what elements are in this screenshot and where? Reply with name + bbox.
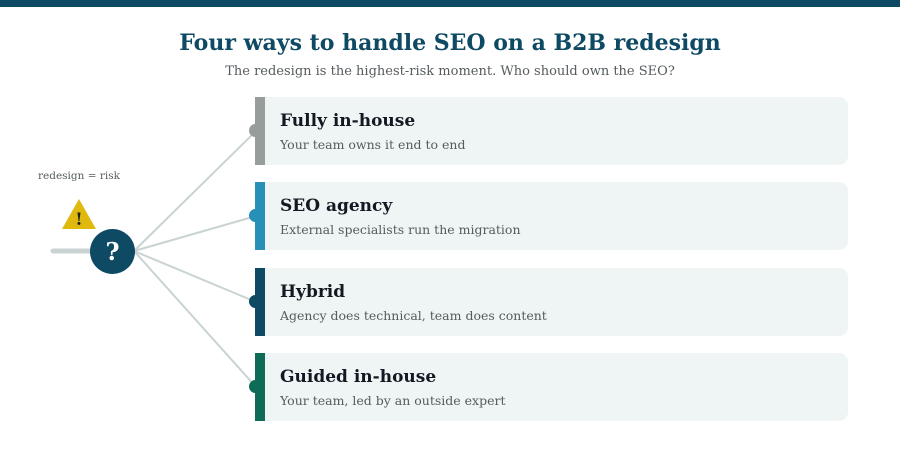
option-title: Hybrid [280,282,346,302]
option-title: Fully in-house [280,111,416,131]
option-description: External specialists run the migration [280,222,521,237]
option-title: Guided in-house [280,367,437,387]
warning-triangle-icon: ! [62,199,96,230]
connector-dot-1 [249,124,262,137]
option-description: Your team, led by an outside expert [280,393,506,408]
connector-line-2 [133,215,257,252]
connector-dot-2 [249,209,262,222]
page-subtitle: The redesign is the highest-risk moment.… [225,64,675,79]
connector-line-4 [133,250,257,388]
option-title: SEO agency [280,196,393,216]
connector-line-1 [133,130,257,252]
option-card-guided-in-house: Guided in-house Your team, led by an out… [255,353,848,421]
page-title: Four ways to handle SEO on a B2B redesig… [179,30,721,56]
option-description: Your team owns it end to end [280,137,466,152]
connector-line-3 [133,250,257,303]
option-card-fully-in-house: Fully in-house Your team owns it end to … [255,97,848,165]
option-card-hybrid: Hybrid Agency does technical, team does … [255,268,848,336]
option-description: Agency does technical, team does content [280,308,547,323]
warning-symbol: ! [75,210,82,230]
option-card-seo-agency: SEO agency External specialists run the … [255,182,848,250]
connector-dot-3 [249,295,262,308]
risk-label: redesign = risk [38,170,121,182]
question-mark-icon: ? [105,237,120,266]
connector-dot-4 [249,380,262,393]
question-hub: ? [90,229,135,274]
top-accent-bar [0,0,900,7]
